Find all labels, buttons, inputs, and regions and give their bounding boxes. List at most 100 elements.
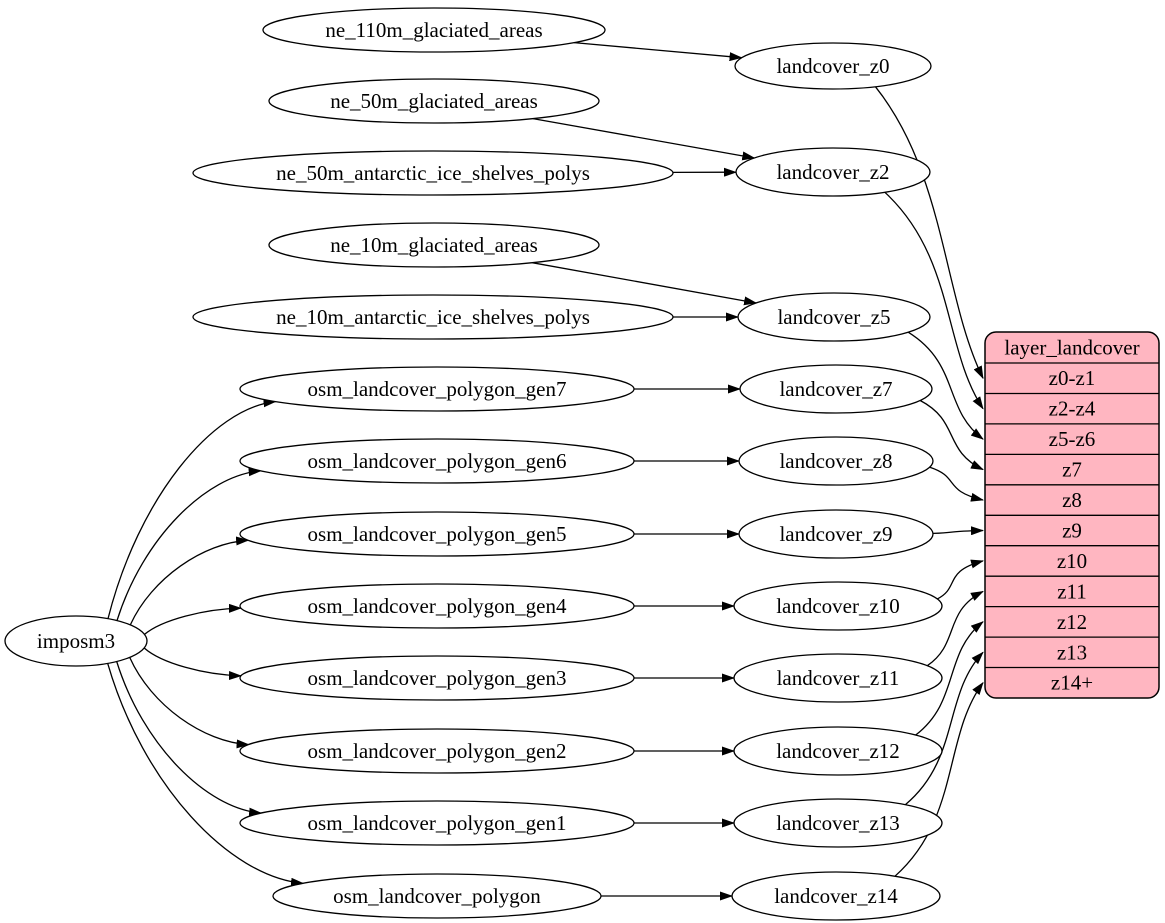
node-ne_110m_glaciated_areas-shape xyxy=(262,7,606,53)
node-osm_landcover_polygon_gen4-label: osm_landcover_polygon_gen4 xyxy=(308,594,567,618)
node-osm_landcover_polygon_gen7-label: osm_landcover_polygon_gen7 xyxy=(308,377,567,401)
record-row-z13: z13 xyxy=(1057,640,1087,664)
node-landcover_z10-shape xyxy=(733,581,943,631)
edge-landcover_z9--layer_landcover:z9 xyxy=(932,526,984,536)
node-osm_landcover_polygon_gen6-label: osm_landcover_polygon_gen6 xyxy=(308,449,567,473)
edge-landcover_z12--layer_landcover:z12 xyxy=(915,621,984,736)
node-landcover_z11-label: landcover_z11 xyxy=(777,666,900,690)
node-landcover_z5-shape xyxy=(737,292,931,342)
node-landcover_z13-shape xyxy=(733,798,943,848)
record-row-z9: z9 xyxy=(1062,519,1082,543)
node-ne_110m_glaciated_areas-label: ne_110m_glaciated_areas xyxy=(325,18,542,42)
edge-ne_10m_glaciated_areas--landcover_z5 xyxy=(532,262,758,306)
record-row-z12: z12 xyxy=(1057,610,1087,634)
node-ne_10m_antarctic_ice_shelves_polys: ne_10m_antarctic_ice_shelves_polys xyxy=(192,294,674,340)
node-osm_landcover_polygon_gen4: osm_landcover_polygon_gen4 xyxy=(239,583,635,629)
node-landcover_z12: landcover_z12 xyxy=(733,726,943,776)
record-row-z10: z10 xyxy=(1057,549,1087,573)
edge-landcover_z2--layer_landcover:z2-z4 xyxy=(884,191,984,410)
node-ne_50m_glaciated_areas: ne_50m_glaciated_areas xyxy=(268,78,600,124)
node-landcover_z11-shape xyxy=(733,653,943,703)
edge-ne_50m_glaciated_areas--landcover_z2 xyxy=(532,117,756,161)
node-ne_10m_glaciated_areas-label: ne_10m_glaciated_areas xyxy=(330,233,538,257)
node-osm_landcover_polygon_gen7-shape xyxy=(239,366,635,412)
node-ne_50m_glaciated_areas-label: ne_50m_glaciated_areas xyxy=(330,89,538,113)
node-osm_landcover_polygon_gen5-label: osm_landcover_polygon_gen5 xyxy=(308,522,567,546)
node-osm_landcover_polygon_gen1-label: osm_landcover_polygon_gen1 xyxy=(308,811,567,835)
node-osm_landcover_polygon_gen3-shape xyxy=(239,655,635,701)
edge-imposm3--osm_landcover_polygon_gen6 xyxy=(116,467,262,621)
node-osm_landcover_polygon_gen5: osm_landcover_polygon_gen5 xyxy=(239,511,635,557)
node-landcover_z0-label: landcover_z0 xyxy=(776,54,889,78)
node-landcover_z14-label: landcover_z14 xyxy=(774,884,898,908)
record-row-z5-z6: z5-z6 xyxy=(1049,427,1096,451)
record-row-z7: z7 xyxy=(1062,458,1082,482)
node-landcover_z10-label: landcover_z10 xyxy=(776,594,900,618)
record-row-z0-z1: z0-z1 xyxy=(1049,366,1096,390)
node-landcover_z13-label: landcover_z13 xyxy=(776,811,900,835)
node-landcover_z2-shape xyxy=(735,147,931,197)
record-layer: layer_landcover z0-z1 z2-z4 z5-z6 z7 z8 z9 z10 z… xyxy=(984,331,1160,699)
node-ne_10m_antarctic_ice_shelves_polys-shape xyxy=(192,294,674,340)
node-landcover_z12-label: landcover_z12 xyxy=(776,739,900,763)
node-osm_landcover_polygon_gen6-shape xyxy=(239,438,635,484)
node-ne_10m_glaciated_areas-shape xyxy=(268,222,600,268)
node-landcover_z8-label: landcover_z8 xyxy=(779,449,892,473)
node-landcover_z13: landcover_z13 xyxy=(733,798,943,848)
node-landcover_z14: landcover_z14 xyxy=(731,871,941,921)
edge-imposm3--osm_landcover_polygon_gen5 xyxy=(129,536,250,626)
node-osm_landcover_polygon-shape xyxy=(272,873,602,919)
node-landcover_z7-shape xyxy=(739,364,933,414)
node-imposm3-label: imposm3 xyxy=(37,629,115,653)
node-osm_landcover_polygon_gen3-label: osm_landcover_polygon_gen3 xyxy=(308,666,567,690)
edge-imposm3--osm_landcover_polygon_gen3 xyxy=(143,647,242,681)
record-title: layer_landcover xyxy=(1004,336,1139,360)
edge-landcover_z7--layer_landcover:z7 xyxy=(919,399,984,471)
node-osm_landcover_polygon_gen4-shape xyxy=(239,583,635,629)
node-osm_landcover_polygon_gen6: osm_landcover_polygon_gen6 xyxy=(239,438,635,484)
node-osm_landcover_polygon_gen2-label: osm_landcover_polygon_gen2 xyxy=(308,739,567,763)
node-landcover_z0: landcover_z0 xyxy=(734,42,932,90)
edge-imposm3--osm_landcover_polygon_gen2 xyxy=(129,657,250,749)
edge-landcover_z5--layer_landcover:z5-z6 xyxy=(907,331,984,440)
node-landcover_z7: landcover_z7 xyxy=(739,364,933,414)
node-imposm3-shape xyxy=(4,615,148,667)
record-row-z2-z4: z2-z4 xyxy=(1049,397,1096,421)
node-osm_landcover_polygon_gen7: osm_landcover_polygon_gen7 xyxy=(239,366,635,412)
node-landcover_z8-shape xyxy=(738,436,934,486)
edge-landcover_z10--layer_landcover:z10 xyxy=(937,559,984,600)
node-ne_50m_antarctic_ice_shelves_polys-shape xyxy=(192,150,674,196)
node-ne_50m_antarctic_ice_shelves_polys: ne_50m_antarctic_ice_shelves_polys xyxy=(192,150,674,196)
node-ne_10m_antarctic_ice_shelves_polys-label: ne_10m_antarctic_ice_shelves_polys xyxy=(276,305,590,329)
edges-layer xyxy=(107,41,984,901)
node-osm_landcover_polygon_gen2-shape xyxy=(239,728,635,774)
node-landcover_z5: landcover_z5 xyxy=(737,292,931,342)
node-landcover_z7-label: landcover_z7 xyxy=(779,377,892,401)
edge-imposm3--osm_landcover_polygon_gen4 xyxy=(144,603,242,635)
node-ne_10m_glaciated_areas: ne_10m_glaciated_areas xyxy=(268,222,600,268)
node-landcover_z12-shape xyxy=(733,726,943,776)
record-row-z8: z8 xyxy=(1062,488,1082,512)
node-landcover_z9: landcover_z9 xyxy=(738,509,934,559)
node-ne_50m_antarctic_ice_shelves_polys-label: ne_50m_antarctic_ice_shelves_polys xyxy=(276,161,590,185)
node-osm_landcover_polygon_gen3: osm_landcover_polygon_gen3 xyxy=(239,655,635,701)
record-row-z11: z11 xyxy=(1057,579,1087,603)
node-landcover_z2: landcover_z2 xyxy=(735,147,931,197)
node-landcover_z8: landcover_z8 xyxy=(738,436,934,486)
node-landcover_z5-label: landcover_z5 xyxy=(777,305,890,329)
edge-landcover_z11--layer_landcover:z11 xyxy=(926,590,984,667)
node-landcover_z14-shape xyxy=(731,871,941,921)
edge-imposm3--osm_landcover_polygon_gen7 xyxy=(107,398,277,619)
node-ne_50m_glaciated_areas-shape xyxy=(268,78,600,124)
node-landcover_z9-label: landcover_z9 xyxy=(779,522,892,546)
edge-landcover_z13--layer_landcover:z13 xyxy=(904,651,984,806)
node-osm_landcover_polygon_gen1: osm_landcover_polygon_gen1 xyxy=(239,800,635,846)
node-ne_110m_glaciated_areas: ne_110m_glaciated_areas xyxy=(262,7,606,53)
edge-imposm3--osm_landcover_polygon_gen1 xyxy=(116,661,263,817)
node-landcover_z11: landcover_z11 xyxy=(733,653,943,703)
edge-imposm3--osm_landcover_polygon xyxy=(107,663,304,887)
node-landcover_z2-label: landcover_z2 xyxy=(776,160,889,184)
node-landcover_z0-shape xyxy=(734,42,932,90)
